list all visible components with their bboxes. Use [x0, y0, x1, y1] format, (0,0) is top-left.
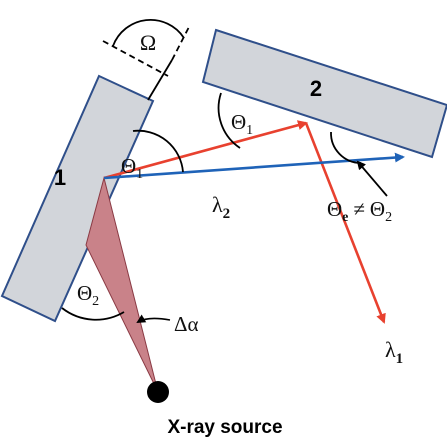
theta-e-arc [330, 131, 362, 164]
lambda2-sub: 2 [223, 206, 231, 222]
theta1-arc-crystal2 [217, 92, 241, 149]
theta-e-pointer [356, 160, 388, 197]
theta1-arc-crystal1 [132, 129, 184, 173]
omega-label: Ω [140, 30, 156, 55]
lambda1-label: λ1 [385, 337, 403, 367]
lambda1-reflected-ray [304, 122, 386, 324]
xray-source-caption: X-ray source [167, 417, 282, 438]
theta-e-label: Θe≠Θ2 [327, 197, 392, 225]
theta2-sub: 2 [92, 294, 99, 309]
theta-e-sub: e [342, 210, 348, 225]
omega-dashed-line-2 [171, 24, 191, 61]
omega-arc [112, 19, 185, 47]
theta1-sub: 1 [136, 167, 143, 182]
crystal-2-label: 2 [310, 76, 322, 101]
theta2-label: Θ2 [77, 281, 99, 309]
crystal-1 [0, 74, 155, 323]
theta1-label-crystal1: Θ1 [121, 154, 143, 182]
theta1-sub: 1 [246, 123, 253, 138]
theta2-base: Θ [77, 281, 92, 305]
divergence-wedge [85, 176, 159, 393]
theta1-base: Θ [121, 154, 136, 178]
theta-e-rhs-sub: 2 [385, 210, 392, 225]
theta1-label-crystal2: Θ1 [231, 110, 253, 138]
omega-solid-line [147, 59, 173, 101]
lambda2-label: λ2 [212, 192, 230, 222]
theta2-arc [61, 307, 125, 321]
omega-dashed-line [102, 40, 169, 77]
theta-e-rhs-base: Θ [370, 197, 385, 221]
delta-alpha-pointer [136, 314, 171, 324]
theta-e-relation: ≠ [353, 197, 365, 221]
lambda1-incident-ray [103, 120, 308, 180]
lambda2-base: λ [212, 192, 223, 217]
delta-alpha-label: Δα [174, 312, 199, 336]
theta-e-base: Θ [327, 197, 342, 221]
theta1-base: Θ [231, 110, 246, 134]
crystal-2 [201, 28, 447, 159]
lambda2-ray [103, 152, 405, 180]
lambda1-sub: 1 [396, 351, 404, 367]
crystal-1-label: 1 [54, 165, 66, 190]
lambda1-base: λ [385, 337, 396, 362]
xray-source-dot [147, 381, 169, 403]
